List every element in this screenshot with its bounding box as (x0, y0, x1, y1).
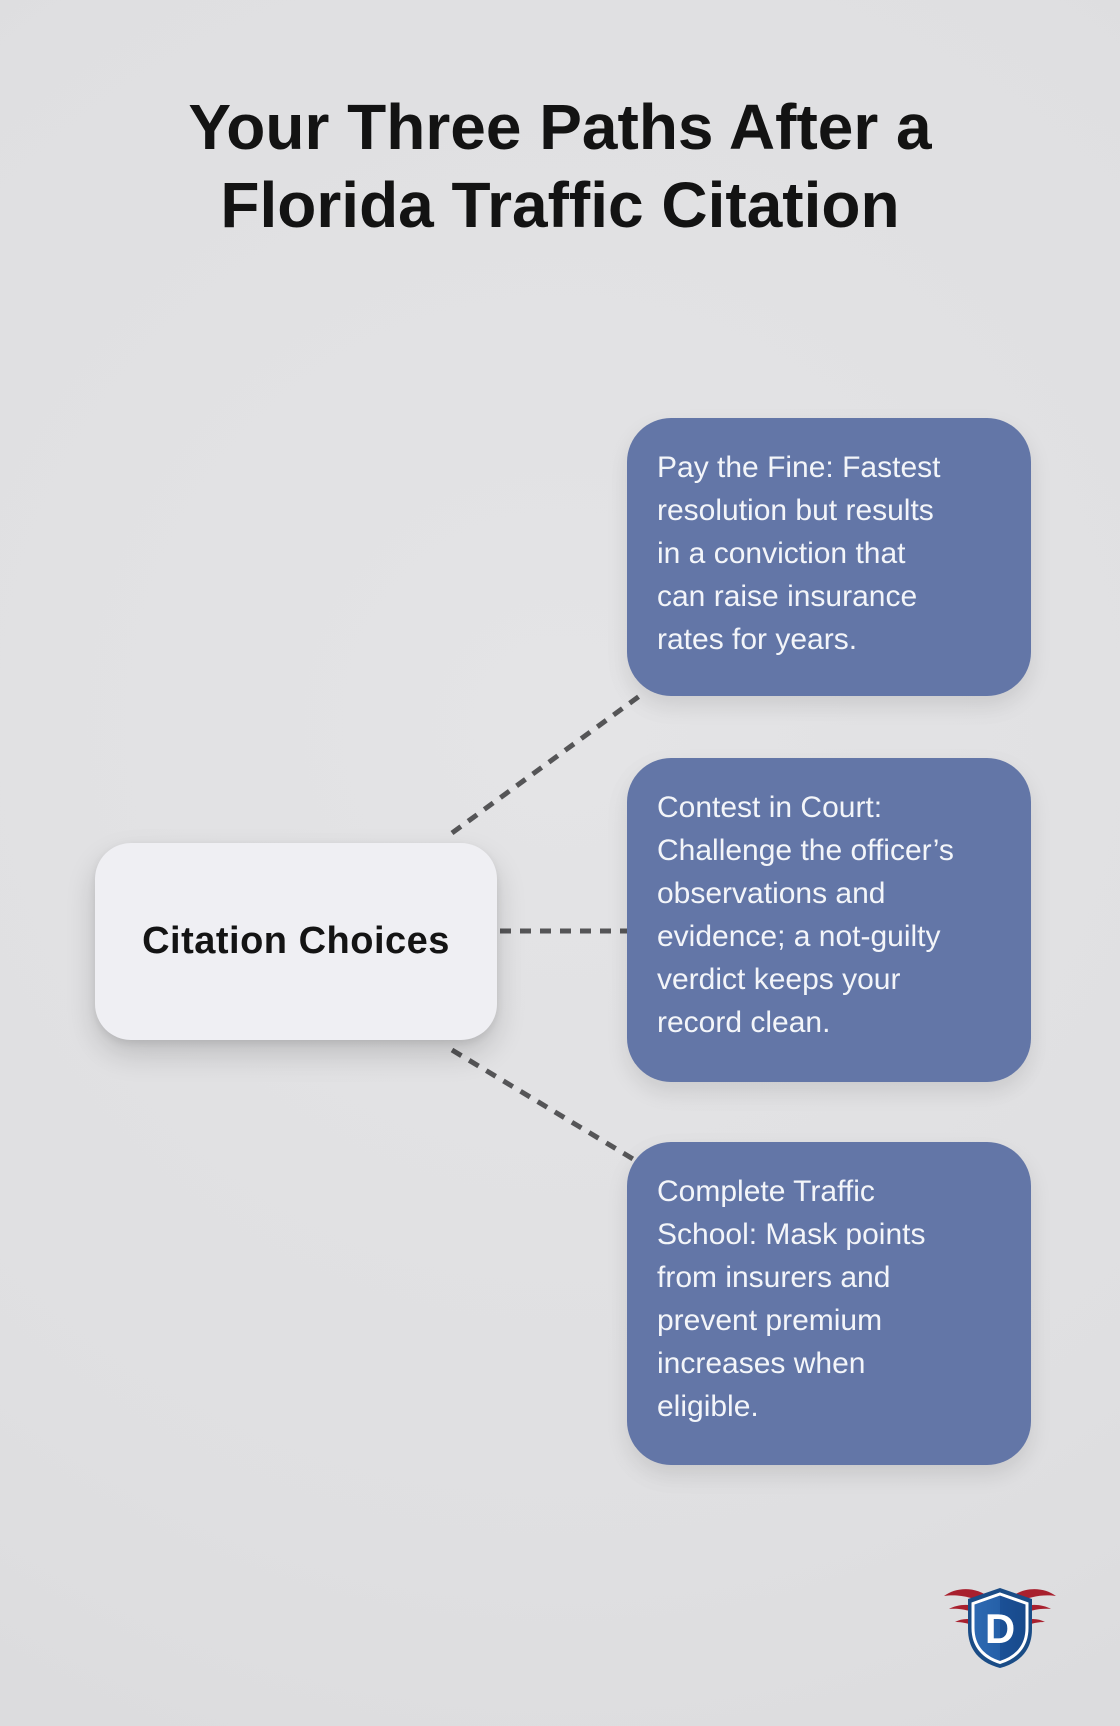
brand-logo: D (944, 1588, 1056, 1668)
branch-text-line: resolution but results (657, 494, 934, 527)
branch-text-line: Complete Traffic (657, 1175, 875, 1208)
branch-text-line: evidence; a not-guilty (657, 920, 941, 953)
branch-text-line: can raise insurance (657, 580, 918, 613)
branch-text-line: Pay the Fine: Fastest (657, 451, 941, 484)
branch-text-line: observations and (657, 877, 886, 910)
branch-complete-traffic-school: Complete Traffic School: Mask points fro… (627, 1142, 1031, 1465)
branch-text-line: in a conviction that (657, 537, 906, 570)
branch-text-line: rates for years. (657, 623, 858, 656)
page-title-line-1: Your Three Paths After a (188, 91, 932, 163)
branch-text-line: increases when (657, 1347, 866, 1380)
branch-text-line: Contest in Court: (657, 791, 883, 824)
branch-text-line: Challenge the officer’s (657, 834, 954, 867)
branch-pay-the-fine: Pay the Fine: Fastest resolution but res… (627, 418, 1031, 696)
shield-icon: D (968, 1588, 1032, 1668)
page-title: Your Three Paths After a Florida Traffic… (0, 88, 1120, 244)
branch-contest-in-court: Contest in Court: Challenge the officer’… (627, 758, 1031, 1082)
branch-text-line: eligible. (657, 1390, 759, 1423)
shield-letter: D (985, 1605, 1015, 1652)
page-title-line-2: Florida Traffic Citation (220, 169, 900, 241)
citation-choices-node: Citation Choices (95, 843, 497, 1040)
branch-text-line: School: Mask points (657, 1218, 926, 1251)
branch-text-line: from insurers and (657, 1261, 891, 1294)
connector-pay-the-fine (450, 689, 647, 836)
branch-text-line: prevent premium (657, 1304, 883, 1337)
connector-complete-traffic-school (450, 1047, 650, 1171)
branch-text-line: record clean. (657, 1006, 831, 1039)
citation-choices-label: Citation Choices (142, 920, 450, 962)
branch-text-line: verdict keeps your (657, 963, 901, 996)
